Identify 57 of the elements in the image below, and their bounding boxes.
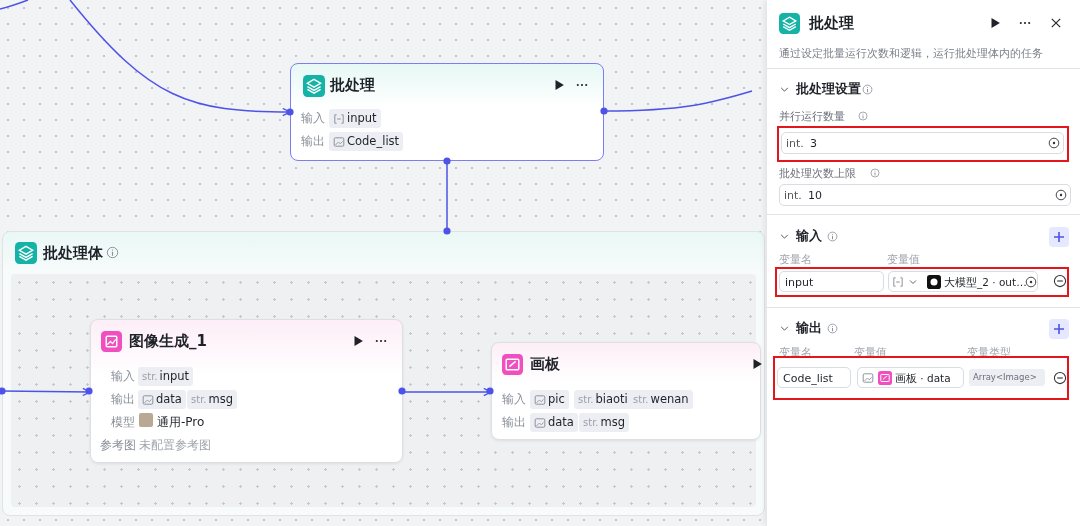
board-node — [491, 342, 761, 440]
variable-name: data — [548, 416, 574, 429]
field-label: 批处理次数上限 — [779, 168, 856, 179]
connector-line — [443, 157, 451, 235]
type-label: int. — [784, 190, 802, 201]
variable-name: pic — [548, 393, 565, 406]
type-label: str. — [583, 417, 599, 428]
variable-name: data — [156, 393, 182, 406]
variable-name: input — [347, 112, 377, 125]
field-value: 3 — [810, 138, 817, 149]
type-label: int. — [786, 138, 804, 149]
field-value: 大模型_2 · out… — [944, 277, 1027, 288]
field-value: 画板 · data — [895, 373, 951, 384]
variable-name: msg — [208, 393, 233, 406]
variable-name: wenan — [650, 393, 689, 406]
batch-body-container — [2, 231, 765, 516]
panel-description: 通过设定批量运行次数和逻辑，运行批处理体内的任务 — [779, 48, 1043, 59]
field-value: input — [785, 277, 814, 288]
variable-name: Code_list — [347, 135, 400, 148]
node-title: 批处理 — [330, 78, 375, 93]
variable-name: biaoti — [595, 393, 628, 406]
connector-line — [600, 90, 753, 115]
container-title: 批处理体 — [43, 246, 103, 261]
type-label: Array<Image> — [973, 373, 1037, 382]
variable-name: msg — [600, 416, 625, 429]
panel-title: 批处理 — [809, 16, 854, 31]
column-header: 变量名 — [779, 254, 812, 265]
node-title: 图像生成_1 — [129, 334, 207, 349]
settings-panel — [767, 0, 1080, 526]
type-label: str. — [142, 371, 158, 382]
type-label: str. — [633, 394, 649, 405]
node-title: 画板 — [530, 357, 560, 372]
field-label: 模型 — [111, 417, 135, 429]
field-value: 10 — [808, 190, 822, 201]
section-title: 输入 — [796, 230, 822, 243]
placeholder-text: 未配置参考图 — [139, 439, 211, 451]
section-title: 批处理设置 — [796, 83, 861, 96]
field-label: 输出 — [301, 136, 325, 148]
section-title: 输出 — [796, 322, 822, 335]
model-name: 通用-Pro — [157, 416, 205, 428]
highlight-frame — [773, 356, 1069, 400]
field-label: 并行运行数量 — [779, 111, 845, 122]
column-header: 变量值 — [887, 254, 920, 265]
type-label: str. — [191, 394, 207, 405]
field-label: 输入 — [502, 394, 526, 406]
image-generation-node — [90, 319, 403, 463]
field-label: 参考图 — [100, 440, 136, 452]
batch-node — [290, 63, 604, 161]
field-label: 输入 — [301, 113, 325, 125]
highlight-frame — [775, 267, 1069, 297]
field-label: 输出 — [111, 394, 135, 406]
field-label: 输入 — [111, 371, 135, 383]
field-label: 输出 — [502, 417, 526, 429]
field-value: Code_list — [783, 373, 833, 384]
variable-name: input — [159, 370, 190, 383]
type-label: str. — [578, 394, 594, 405]
highlight-frame — [777, 126, 1069, 162]
